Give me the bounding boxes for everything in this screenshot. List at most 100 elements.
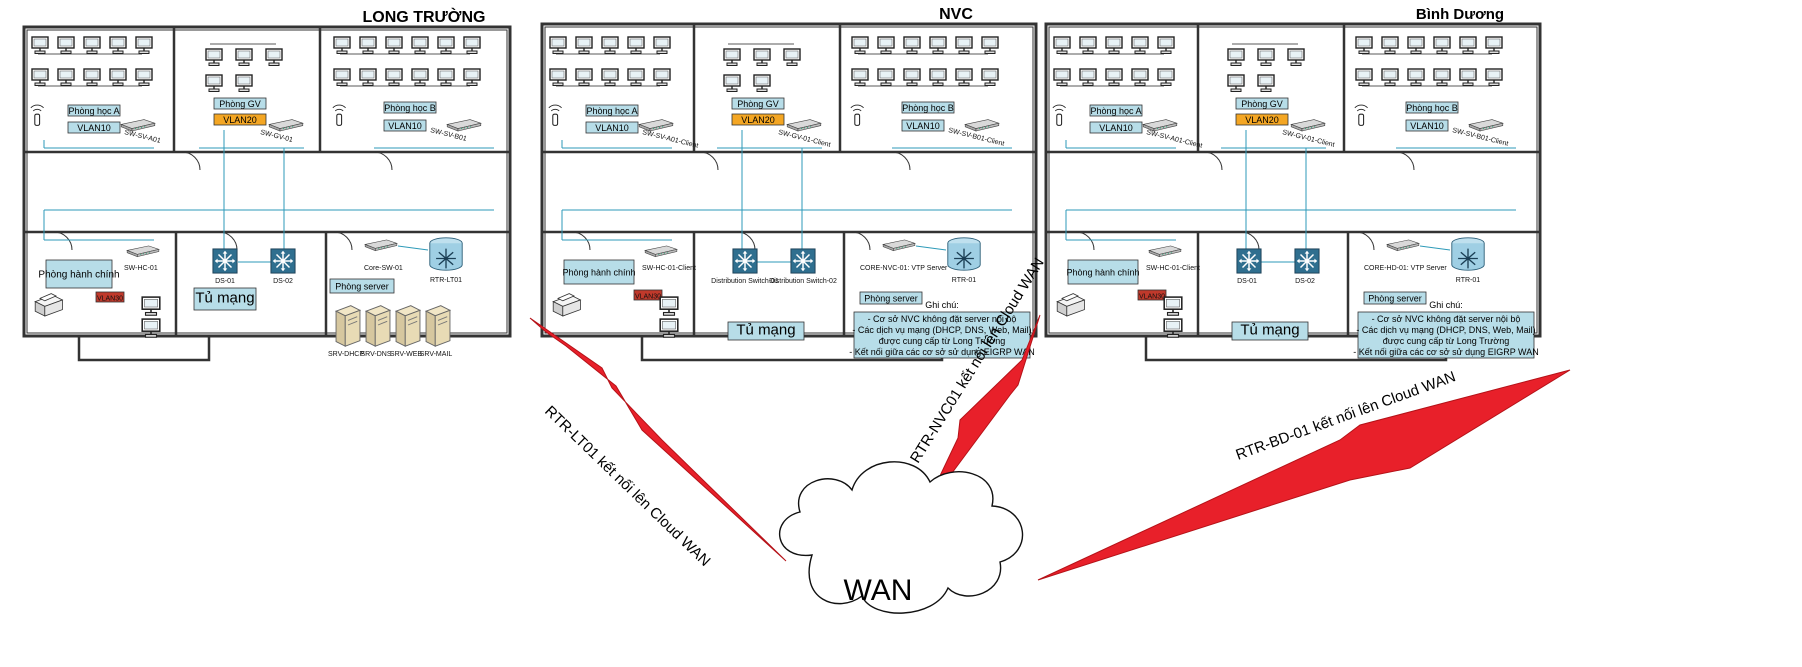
vlan-label-a-bg [67, 121, 121, 134]
pc-icon [1079, 68, 1097, 87]
printer-icon [34, 293, 63, 317]
note-box: Ghi chú:- Cơ sở NVC không đặt server nội… [849, 300, 1035, 359]
room-label-b-bg [1405, 101, 1459, 114]
access-switch-b-icon [1468, 119, 1504, 132]
pc-icon [1355, 68, 1373, 87]
pc-icon [1407, 36, 1425, 55]
door-2 [1075, 231, 1095, 251]
pc-icon [1485, 68, 1503, 87]
pc-icon [929, 36, 947, 55]
vlan-label-a: VLAN10 [1089, 121, 1143, 134]
room-label-a-bg [585, 104, 639, 117]
pc-icon [205, 48, 223, 67]
room-label-gv: Phòng GV [1235, 97, 1289, 110]
pc-icon [385, 68, 403, 87]
door-2 [571, 231, 591, 251]
room-label-hc-text: Phòng hành chính [1066, 268, 1139, 278]
pc-icon [235, 74, 253, 93]
vlan-label-b: VLAN10 [901, 119, 945, 132]
rack-label: Tủ mạng [1231, 322, 1309, 341]
vlan-label-hc: VLAN30 [633, 289, 663, 301]
room-label-gv-text: Phòng GV [1241, 99, 1283, 109]
room-label-hc-text: Phòng hành chính [38, 270, 119, 281]
wifi-ap-icon [548, 104, 563, 126]
cable-layer [1065, 130, 1516, 263]
pc-icon [723, 48, 741, 67]
pc-icon [1105, 68, 1123, 87]
distribution-switch-2-icon [270, 248, 296, 274]
distribution-switch-1-icon [732, 248, 758, 274]
pc-icon [1227, 48, 1245, 67]
vlan-label-b: VLAN10 [1405, 119, 1449, 132]
note-title: Ghi chú: [925, 300, 959, 310]
room-label-hc: Phòng hành chính [1066, 259, 1140, 285]
distribution-switch-2-icon [790, 248, 816, 274]
wifi-ap-icon [850, 104, 865, 126]
router-label: RTR-01 [952, 277, 976, 284]
wifi-ap-icon [1354, 104, 1369, 126]
vlan-label-hc-text: VLAN30 [1139, 294, 1165, 301]
pc-icon [57, 36, 75, 55]
server-icon [425, 305, 451, 347]
switch-label-gv: SW-GV-01 [260, 129, 294, 144]
pc-icon [463, 36, 481, 55]
switch-label-hc: SW-HC-01 [124, 265, 158, 272]
pc-icon [235, 48, 253, 67]
room-label-b-bg [901, 101, 955, 114]
door-1 [1395, 151, 1415, 171]
pc-icon [333, 68, 351, 87]
note-line: được cung cấp từ Long Trường [879, 336, 1005, 346]
pc-grid-room-a [31, 36, 153, 87]
pc-grid-room-gv [723, 43, 801, 93]
door-0 [699, 151, 719, 171]
vlan-label-gv-bg [731, 113, 785, 126]
pc-icon [333, 36, 351, 55]
room-label-b-text: Phòng học B [384, 103, 436, 113]
access-switch-hc-icon [1148, 245, 1182, 257]
rack-label: Tủ mạng [193, 287, 257, 311]
vlan-label-hc-bg [1137, 289, 1167, 301]
server-room-label-text: Phòng server [864, 294, 918, 304]
room-label-hc-bg [563, 259, 635, 285]
wan-link-bolt-bd [1037, 369, 1571, 581]
pc-icon [601, 36, 619, 55]
pc-icon [1105, 36, 1123, 55]
rack-label-bg [727, 321, 805, 341]
rack-label: Tủ mạng [727, 321, 805, 341]
door-1 [891, 151, 911, 171]
pc-icon [359, 36, 377, 55]
room-label-b-text: Phòng học B [902, 103, 954, 113]
core-switch-icon [882, 239, 916, 251]
pc-icon [31, 36, 49, 55]
server-label: SRV-WEB [390, 351, 422, 358]
door-1 [373, 151, 393, 171]
vlan-label-hc: VLAN30 [1137, 289, 1167, 301]
vlan-label-hc-text: VLAN30 [97, 296, 123, 303]
room-label-gv-text: Phòng GV [219, 99, 261, 109]
pc-icon [659, 296, 679, 317]
room-label-b: Phòng học B [383, 101, 437, 114]
switch-label-a: SW-SV-A01 [124, 129, 162, 145]
pc-icon [1381, 68, 1399, 87]
pc-icon [205, 74, 223, 93]
pc-icon [653, 36, 671, 55]
note-box: Ghi chú:- Cơ sở NVC không đặt server nội… [1353, 300, 1539, 359]
room-label-hc-bg [1067, 259, 1139, 285]
switch-label-gv: SW-GV-01-Client [1282, 129, 1336, 149]
access-switch-hc-icon [126, 245, 160, 257]
pc-icon [437, 36, 455, 55]
pc-icon [1433, 36, 1451, 55]
vlan-label-gv-bg [213, 113, 267, 126]
room-label-gv: Phòng GV [731, 97, 785, 110]
pc-icon [627, 68, 645, 87]
wifi-ap-icon [1052, 104, 1067, 126]
server-icon [365, 305, 391, 347]
router-icon [947, 237, 981, 271]
pc-grid-room-a [549, 36, 671, 87]
pc-icon [1157, 36, 1175, 55]
vlan-label-hc-text: VLAN30 [635, 294, 661, 301]
pc-icon [31, 68, 49, 87]
